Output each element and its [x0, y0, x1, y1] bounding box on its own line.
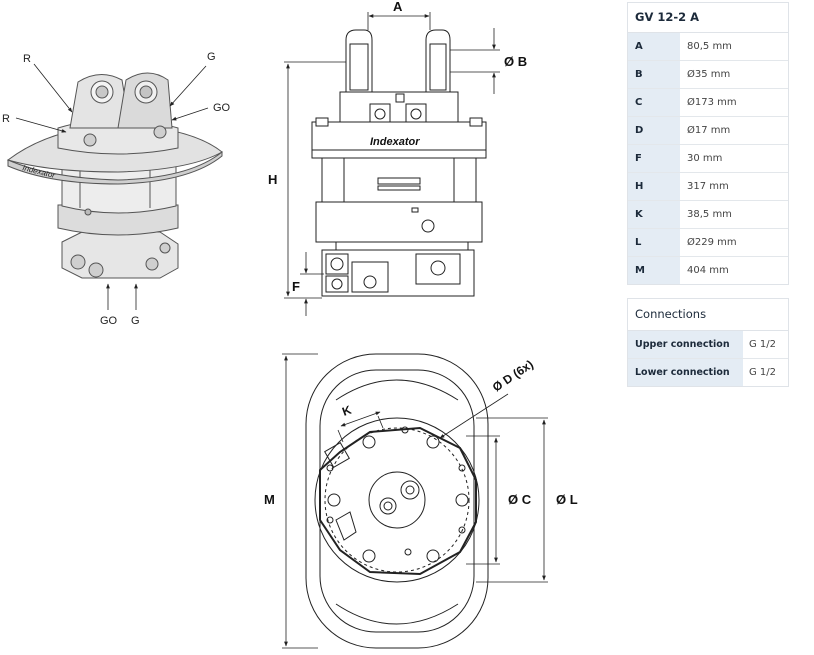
isometric-annotations [15, 63, 209, 310]
dim-label-m: M [264, 492, 275, 507]
isometric-view: Indexator [6, 72, 223, 279]
side-dimensions [284, 12, 500, 316]
iso-label-r-top: R [23, 53, 31, 65]
dim-label-d: Ø D (6x) [490, 357, 536, 394]
dim-label-k: K [340, 403, 353, 419]
dim-label-b: Ø B [504, 54, 527, 69]
spec-title: GV 12-2 A [628, 3, 788, 33]
side-view-brand: Indexator [370, 136, 420, 148]
iso-label-go-bottom: GO [100, 315, 118, 327]
iso-label-r-left: R [2, 113, 10, 125]
dim-label-h: H [268, 172, 277, 187]
iso-label-g-top: G [207, 51, 216, 63]
dim-label-f: F [292, 279, 300, 294]
dim-label-a: A [393, 0, 403, 14]
side-view [311, 29, 487, 297]
dim-label-c: Ø C [508, 492, 532, 507]
bottom-dimensions [282, 353, 548, 649]
iso-label-g-bottom: G [131, 315, 140, 327]
technical-drawing: Indexator R R G GO GO G [2, 0, 578, 649]
bottom-view [305, 353, 489, 649]
connections-title: Connections [628, 299, 788, 331]
iso-label-go-top: GO [213, 102, 231, 114]
dim-label-l: Ø L [556, 492, 578, 507]
